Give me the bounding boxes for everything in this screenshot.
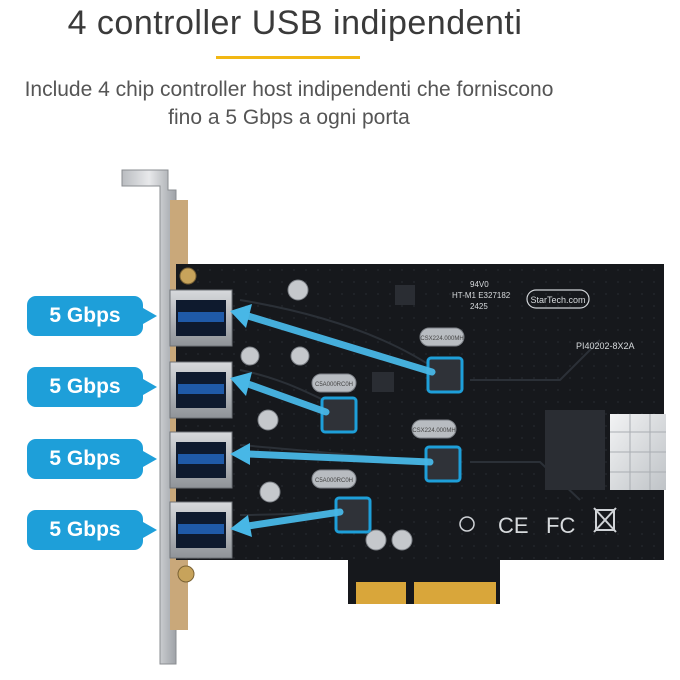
speed-badge-port-3: 5 Gbps bbox=[27, 439, 157, 479]
speed-badge-port-4: 5 Gbps bbox=[27, 510, 157, 550]
model-number: PI40202-8X2A bbox=[576, 341, 635, 351]
data-path-arrows bbox=[244, 312, 436, 530]
board-date-code: 2425 bbox=[470, 302, 488, 311]
page-title: 4 controller USB indipendenti bbox=[67, 4, 523, 42]
crystal-1-label: CSX224.000MH bbox=[420, 336, 463, 342]
speed-badge-label: 5 Gbps bbox=[49, 375, 121, 398]
crystal-4-label: C5A000RC0H bbox=[315, 478, 353, 484]
usb-ports bbox=[169, 289, 233, 559]
ce-mark: CE bbox=[498, 513, 529, 538]
fcc-mark: FC bbox=[546, 513, 575, 538]
subtitle-line-2: fino a 5 Gbps a ogni porta bbox=[168, 106, 410, 129]
subtitle-line-1: Include 4 chip controller host indipende… bbox=[24, 78, 554, 101]
crystal-2-label: C5A000RC0H bbox=[315, 382, 353, 388]
speed-badge-label: 5 Gbps bbox=[49, 518, 121, 541]
speed-badge-port-1: 5 Gbps bbox=[27, 296, 157, 336]
controller-chips bbox=[320, 356, 464, 534]
title-underline bbox=[216, 56, 360, 59]
speed-badge-label: 5 Gbps bbox=[49, 304, 121, 327]
crystal-3-label: CSX224.000MH bbox=[412, 428, 455, 434]
speed-badge-port-2: 5 Gbps bbox=[27, 367, 157, 407]
arrow-heads bbox=[230, 304, 252, 537]
board-marking-2: HT-M1 E327182 bbox=[452, 291, 511, 300]
page-subtitle: Include 4 chip controller host indipende… bbox=[0, 76, 578, 132]
speed-badge-label: 5 Gbps bbox=[49, 447, 121, 470]
brand-logo: StarTech.com bbox=[530, 295, 585, 305]
board-marking-1: 94V0 bbox=[470, 280, 489, 289]
pcie-gold-fingers bbox=[356, 582, 496, 604]
